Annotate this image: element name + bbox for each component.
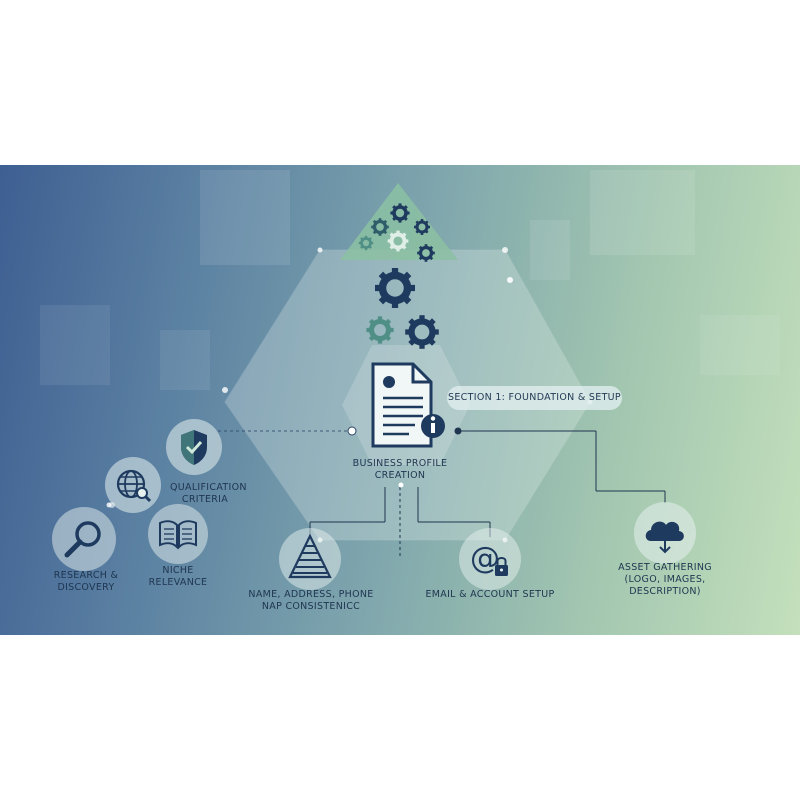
nap-line2: NAP CONSISTENICC (261, 601, 361, 612)
niche-line2: RELEVANCE (148, 577, 208, 588)
niche-line1: NICHE (162, 565, 194, 576)
nap-line1: NAME, ADDRESS, PHONE (248, 589, 374, 600)
center-title-line2: CREATION (374, 470, 426, 481)
gears-icon (357, 201, 460, 355)
assets-line1: ASSET GATHERING (618, 562, 712, 573)
assets-line2: (LOGO, IMAGES, (624, 574, 706, 585)
cloud-download-icon (634, 502, 696, 564)
at-lock-icon: @ (459, 528, 521, 590)
research-label: RESEARCH & DISCOVERY (48, 570, 124, 594)
email-line1: EMAIL & ACCOUNT SETUP (425, 589, 555, 600)
section-label: SECTION 1: FOUNDATION & SETUP (447, 386, 622, 410)
qualification-label: QUALIFICATION CRITERIA (170, 482, 247, 506)
assets-label: ASSET GATHERING (LOGO, IMAGES, DESCRIPTI… (610, 562, 720, 598)
magnifier-icon (52, 507, 116, 571)
research-line2: DISCOVERY (57, 582, 115, 593)
email-label: EMAIL & ACCOUNT SETUP (425, 589, 555, 601)
qualification-line2: CRITERIA (181, 494, 229, 505)
open-book-icon (148, 504, 208, 564)
infographic-banner: @ (0, 165, 800, 635)
document-info-icon (371, 362, 445, 448)
assets-line3: DESCRIPTION) (629, 586, 701, 597)
niche-label: NICHE RELEVANCE (140, 565, 216, 589)
center-title: BUSINESS PROFILE CREATION (340, 458, 460, 482)
shield-check-icon (166, 419, 222, 475)
qualification-line1: QUALIFICATION (170, 482, 247, 493)
nap-label: NAME, ADDRESS, PHONE NAP CONSISTENICC (245, 589, 377, 613)
research-line1: RESEARCH & (53, 570, 119, 581)
pyramid-icon (279, 528, 341, 590)
center-title-line1: BUSINESS PROFILE (352, 458, 448, 469)
globe-search-icon (105, 457, 161, 513)
